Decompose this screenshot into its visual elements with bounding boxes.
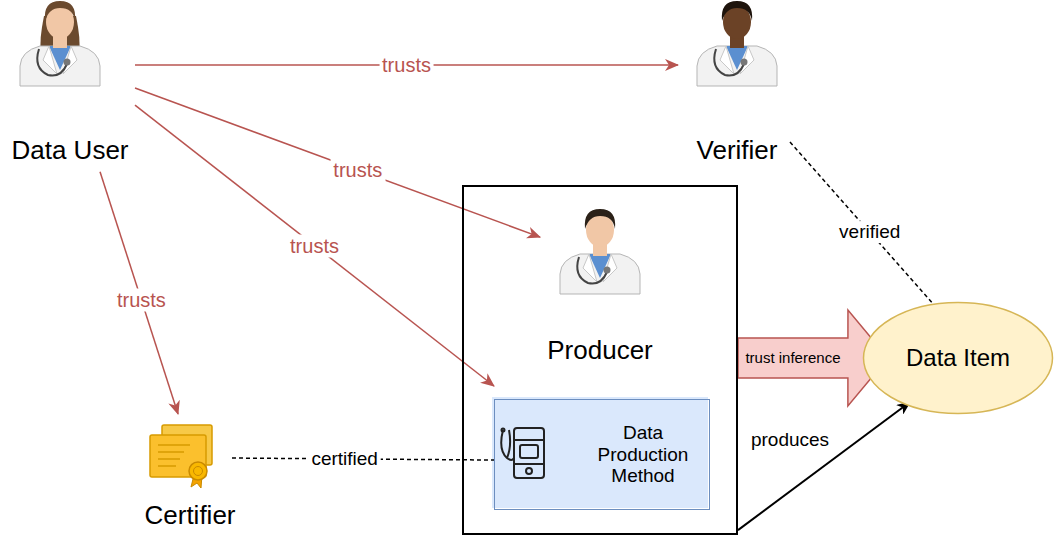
actor-node: Certifier: [125, 418, 255, 533]
edge-label: trusts: [114, 289, 169, 312]
node-label: Certifier: [144, 501, 235, 531]
certificate-icon: [150, 425, 212, 488]
edge-label: trusts: [330, 159, 385, 182]
trust-arrow: [738, 402, 910, 530]
edge-label: verified: [836, 221, 903, 243]
node-label: Verifier: [697, 136, 778, 166]
edge-label: trusts: [379, 53, 434, 76]
trust-arrow: [135, 88, 540, 237]
dashed-link: [790, 142, 935, 306]
data-user-icon: [20, 1, 100, 86]
actor-node: Verifier: [678, 0, 796, 170]
edge-label: certified: [308, 448, 381, 470]
edge-label: trust inference: [742, 349, 843, 366]
verifier-icon: [697, 1, 777, 86]
edge-label: produces: [748, 429, 832, 451]
edge-label: trusts: [287, 234, 342, 257]
producer-icon: [560, 209, 640, 294]
ellipse-shape: [864, 303, 1053, 414]
node-label: Data User: [11, 136, 128, 166]
trust-arrow: [100, 172, 178, 414]
node-label: Data Production Method: [583, 422, 703, 488]
method-box-fill: [492, 397, 708, 508]
actor-node: Data User: [5, 0, 135, 170]
node-label: Producer: [547, 336, 653, 366]
data-ellipse: Data Item: [862, 301, 1054, 415]
device-icon: [501, 428, 544, 478]
node-label: Data Item: [906, 344, 1010, 372]
method-box: Data Production Method: [494, 399, 710, 510]
producer-container: ProducerData Production Method: [462, 185, 738, 535]
trust-arrow: [135, 105, 494, 386]
